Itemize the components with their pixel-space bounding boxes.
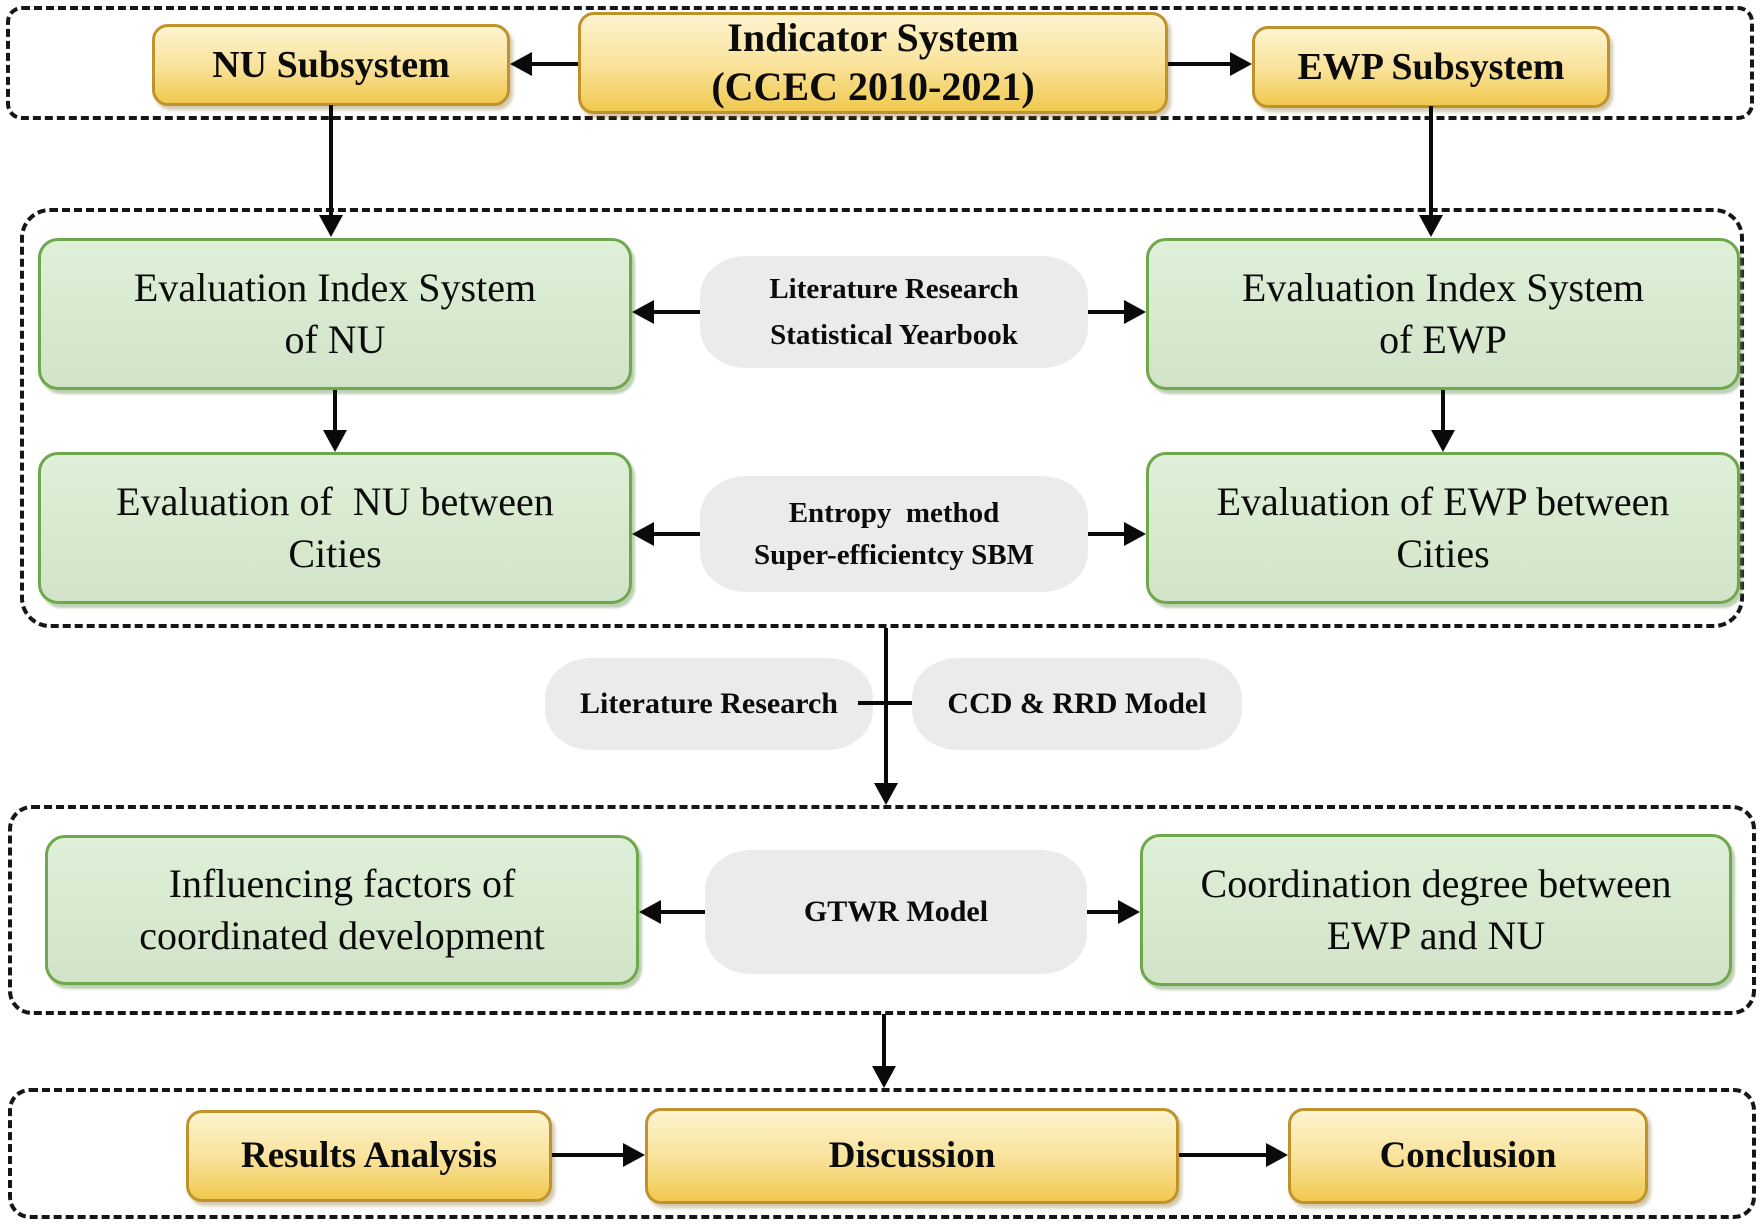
arrow-head bbox=[1118, 900, 1140, 924]
node-label-line1: Literature Research bbox=[769, 272, 1019, 305]
arrow-shaft bbox=[1179, 1153, 1266, 1157]
arrow-ewp-to-index bbox=[1419, 106, 1443, 237]
node-label-line1: Evaluation Index System bbox=[133, 265, 537, 310]
evaluation-index-ewp-box: Evaluation Index System of EWP bbox=[1146, 238, 1740, 390]
arrow-entropy-to-nu-eval bbox=[632, 522, 700, 546]
arrow-head bbox=[1431, 430, 1455, 452]
influencing-factors-box: Influencing factors of coordinated devel… bbox=[45, 835, 639, 985]
arrow-shaft bbox=[1088, 532, 1124, 536]
arrow-head bbox=[323, 430, 347, 452]
arrow-nu-index-to-eval bbox=[323, 390, 347, 452]
node-label: GTWR Model bbox=[803, 895, 989, 928]
arrow-shaft bbox=[654, 310, 700, 314]
arrow-shaft bbox=[1168, 62, 1230, 66]
node-label-line2: (CCEC 2010-2021) bbox=[711, 64, 1035, 109]
ccd-rrd-model-blob: CCD & RRD Model bbox=[912, 658, 1242, 750]
gtwr-model-blob: GTWR Model bbox=[705, 850, 1087, 974]
node-label: Discussion bbox=[828, 1135, 996, 1177]
arrow-nu-to-index bbox=[319, 105, 343, 237]
indicator-system-box: Indicator System (CCEC 2010-2021) bbox=[578, 12, 1168, 114]
connector-literature-ccd bbox=[858, 701, 916, 705]
nu-subsystem-box: NU Subsystem bbox=[152, 24, 510, 106]
arrow-head bbox=[1419, 215, 1443, 237]
evaluation-nu-cities-box: Evaluation of NU between Cities bbox=[38, 452, 632, 604]
results-analysis-box: Results Analysis bbox=[186, 1110, 552, 1202]
arrow-shaft bbox=[329, 105, 333, 215]
arrow-yearbook-to-ewp-index bbox=[1088, 300, 1146, 324]
node-label-line2: coordinated development bbox=[139, 913, 545, 958]
arrow-indicator-to-nu bbox=[510, 52, 578, 76]
node-label: NU Subsystem bbox=[212, 43, 450, 86]
output-stage-container bbox=[8, 1088, 1756, 1219]
ewp-subsystem-box: EWP Subsystem bbox=[1252, 26, 1610, 108]
arrow-head bbox=[319, 215, 343, 237]
evaluation-index-nu-box: Evaluation Index System of NU bbox=[38, 238, 632, 390]
arrow-eval-to-analysis bbox=[874, 628, 898, 805]
arrow-head bbox=[874, 783, 898, 805]
node-label-line1: Entropy method bbox=[788, 496, 1000, 529]
node-label-line1: Coordination degree between bbox=[1200, 861, 1672, 906]
node-label-line1: Evaluation Index System bbox=[1241, 265, 1645, 310]
coordination-degree-box: Coordination degree between EWP and NU bbox=[1140, 834, 1732, 986]
arrow-yearbook-to-nu-index bbox=[632, 300, 700, 324]
top-stage-container bbox=[6, 6, 1754, 120]
arrow-head bbox=[1124, 300, 1146, 324]
arrow-head bbox=[510, 52, 532, 76]
arrow-shaft bbox=[661, 910, 705, 914]
node-label-line2: of NU bbox=[284, 317, 386, 362]
node-label: Conclusion bbox=[1379, 1135, 1557, 1177]
node-label-line2: Super-efficientcy SBM bbox=[753, 539, 1034, 571]
conclusion-box: Conclusion bbox=[1288, 1108, 1648, 1204]
analysis-stage-container bbox=[8, 805, 1756, 1015]
node-label: CCD & RRD Model bbox=[947, 687, 1207, 720]
literature-yearbook-blob: Literature Research Statistical Yearbook bbox=[700, 256, 1088, 368]
node-label: Results Analysis bbox=[241, 1135, 497, 1177]
node-label-line1: Indicator System bbox=[727, 15, 1019, 61]
arrow-shaft bbox=[532, 62, 578, 66]
arrow-entropy-to-ewp-eval bbox=[1088, 522, 1146, 546]
arrow-shaft bbox=[1088, 310, 1124, 314]
arrow-shaft bbox=[1087, 910, 1118, 914]
arrow-shaft bbox=[882, 1014, 886, 1066]
node-label-line1: Evaluation of EWP between bbox=[1216, 479, 1670, 524]
arrow-ewp-index-to-eval bbox=[1431, 390, 1455, 452]
arrow-gtwr-to-influencing bbox=[639, 900, 705, 924]
node-label: Literature Research bbox=[580, 687, 838, 720]
arrow-head bbox=[632, 300, 654, 324]
literature-research-blob: Literature Research bbox=[545, 658, 873, 750]
evaluation-ewp-cities-box: Evaluation of EWP between Cities bbox=[1146, 452, 1740, 604]
arrow-shaft bbox=[1429, 106, 1433, 215]
arrow-shaft bbox=[552, 1153, 623, 1157]
arrow-head bbox=[1230, 52, 1252, 76]
arrow-shaft bbox=[333, 390, 337, 430]
arrow-discussion-to-conclusion bbox=[1179, 1143, 1288, 1167]
arrow-head bbox=[639, 900, 661, 924]
arrow-results-to-discussion bbox=[552, 1143, 645, 1167]
arrow-shaft bbox=[884, 628, 888, 783]
node-label-line1: Evaluation of NU between bbox=[116, 479, 554, 524]
evaluation-stage-container bbox=[20, 208, 1744, 628]
arrow-head bbox=[1124, 522, 1146, 546]
arrow-head bbox=[872, 1066, 896, 1088]
node-label-line2: Cities bbox=[288, 531, 382, 576]
node-label-line2: of EWP bbox=[1379, 317, 1507, 362]
arrow-shaft bbox=[654, 532, 700, 536]
node-label-line2: EWP and NU bbox=[1326, 913, 1546, 958]
arrow-head bbox=[623, 1143, 645, 1167]
arrow-gtwr-to-coordination bbox=[1087, 900, 1140, 924]
node-label-line1: Influencing factors of bbox=[168, 861, 516, 906]
arrow-shaft bbox=[1441, 390, 1445, 430]
node-label-line2: Cities bbox=[1396, 531, 1490, 576]
entropy-sbm-blob: Entropy method Super-efficientcy SBM bbox=[700, 476, 1088, 592]
arrow-analysis-to-output bbox=[872, 1014, 896, 1088]
arrow-indicator-to-ewp bbox=[1168, 52, 1252, 76]
node-label-line2: Statistical Yearbook bbox=[770, 319, 1018, 351]
arrow-head bbox=[1266, 1143, 1288, 1167]
node-label: EWP Subsystem bbox=[1297, 45, 1565, 88]
discussion-box: Discussion bbox=[645, 1108, 1179, 1204]
arrow-head bbox=[632, 522, 654, 546]
